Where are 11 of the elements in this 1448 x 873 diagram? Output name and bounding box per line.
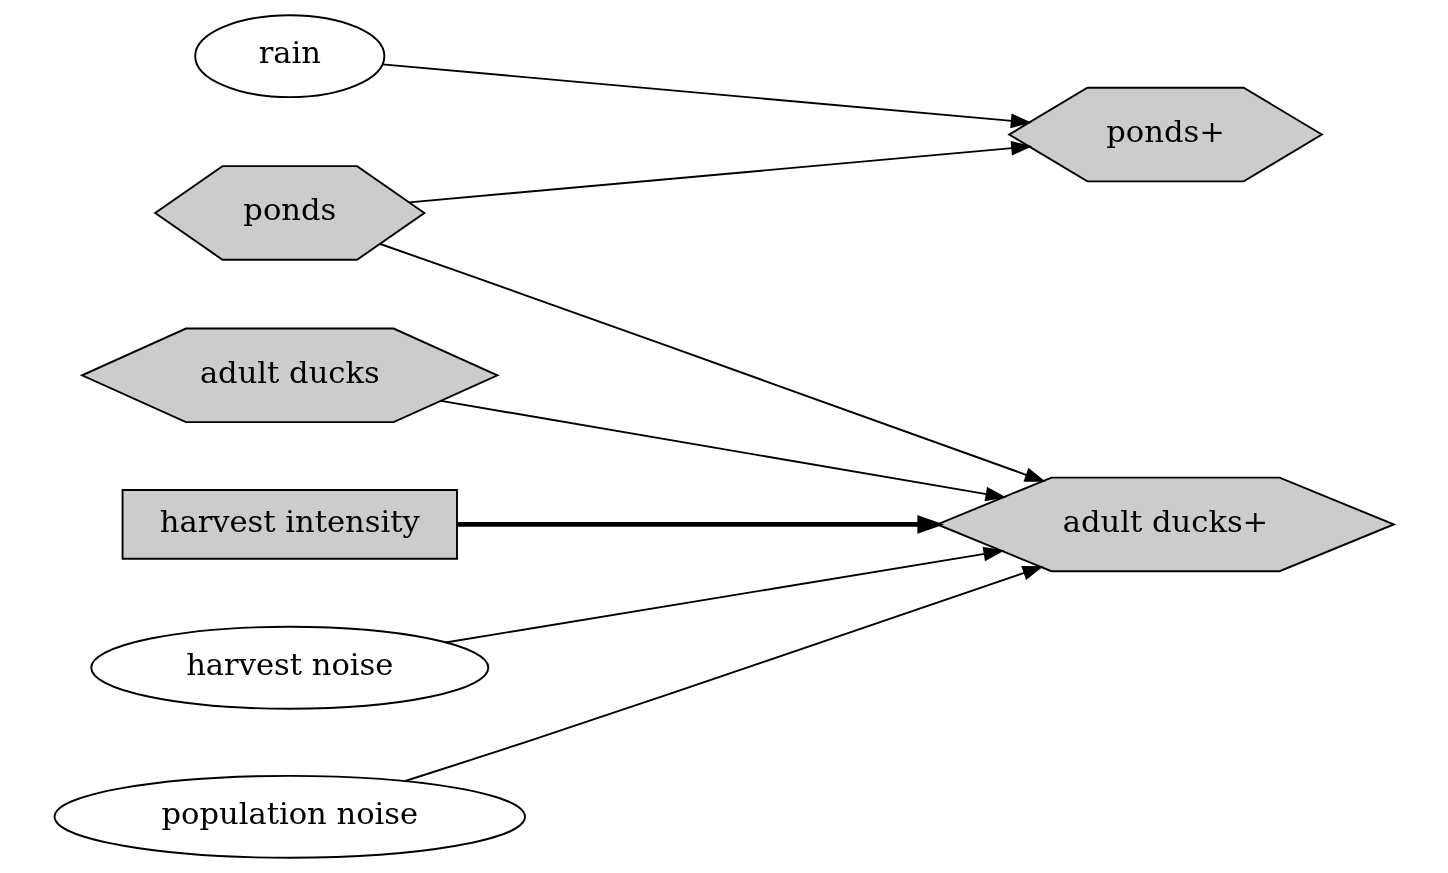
arrow [444,546,1005,644]
arrow [408,140,1033,204]
node-ellipse: population noise [53,774,526,859]
node-ellipse: rain [194,14,386,99]
arrow [457,515,945,534]
node-ellipse: harvest noise [90,625,490,710]
arrow [403,566,1044,783]
node-box: harvest intensity [121,489,458,560]
arrow [440,399,1007,502]
arrow [381,63,1032,129]
arrow [379,243,1046,482]
